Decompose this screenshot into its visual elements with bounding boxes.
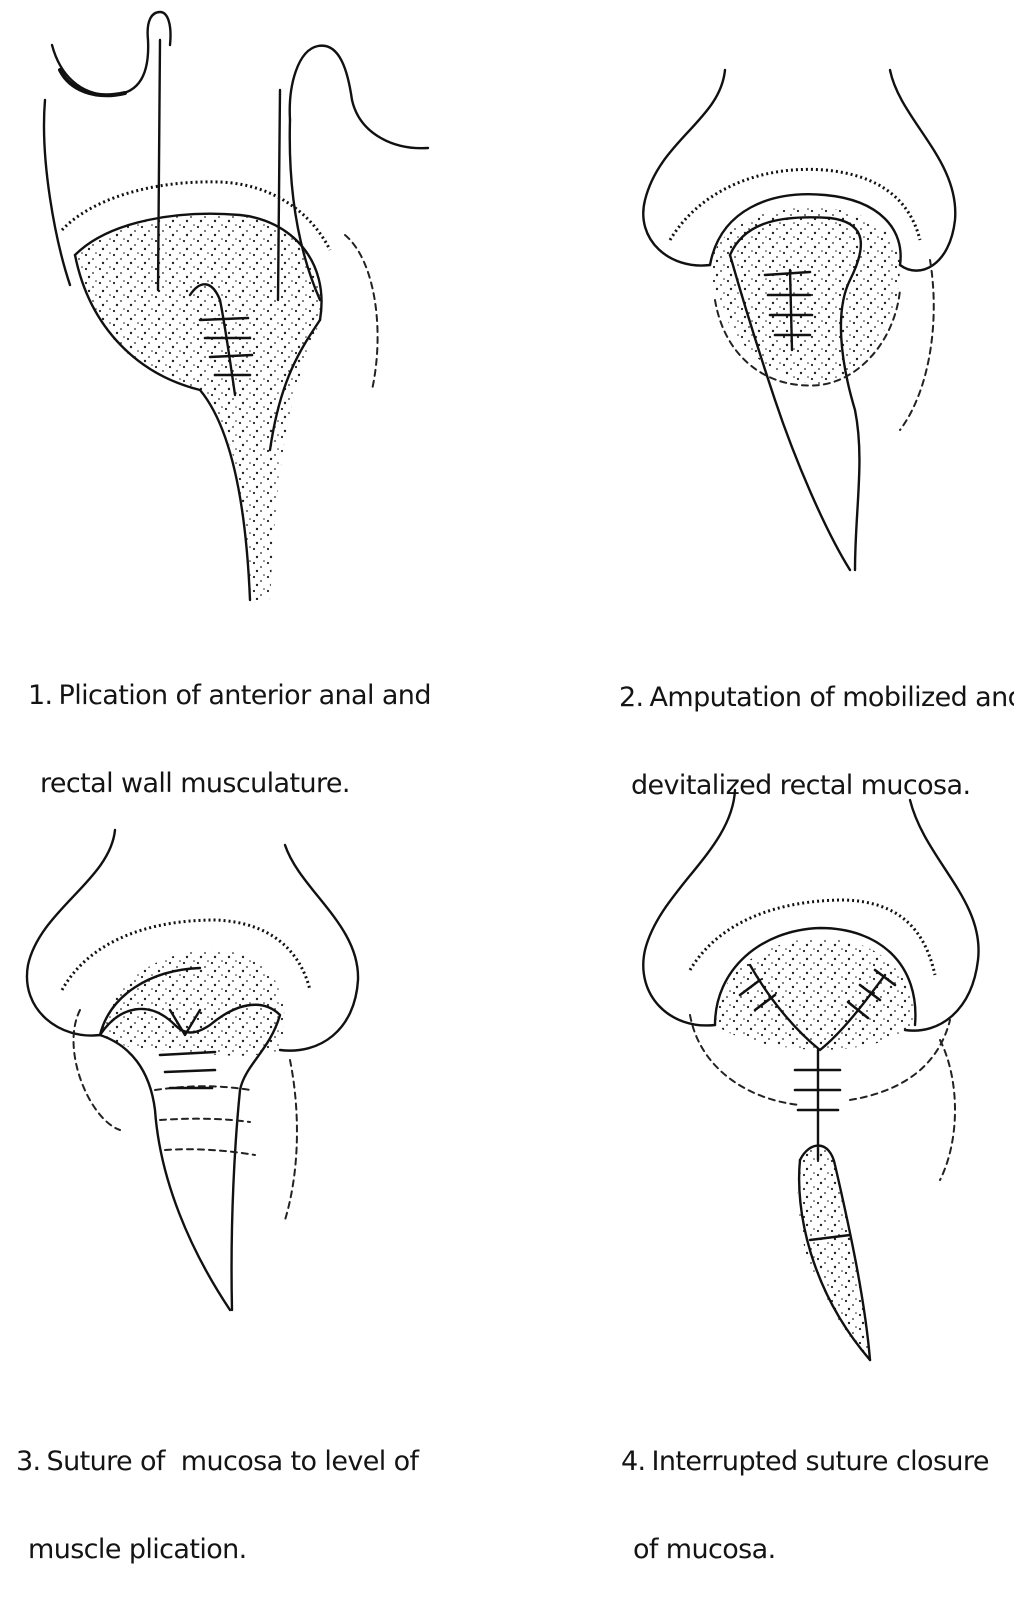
figure-3-number: 3.	[16, 1440, 41, 1484]
figure-2-number: 2.	[619, 676, 644, 720]
figure-3-caption-line1: Suture of mucosa to level of	[47, 1446, 419, 1477]
figure-2-caption-line1: Amputation of mobilized and	[650, 682, 1014, 713]
figure-1-caption-line2: rectal wall musculature.	[12, 762, 431, 806]
figure-1-illustration	[0, 0, 500, 610]
figure-4-caption-line1: Interrupted suture closure	[652, 1446, 989, 1477]
figure-4-number: 4.	[621, 1440, 646, 1484]
figure-4-illustration	[620, 780, 1014, 1380]
figure-4-caption: 4.Interrupted suture closure of mucosa.	[605, 1396, 989, 1616]
figure-1-number: 1.	[28, 674, 53, 718]
figure-4-caption-line2: of mucosa.	[605, 1528, 989, 1572]
figure-3-caption-line2: muscle plication.	[0, 1528, 418, 1572]
figure-1-caption-line1: Plication of anterior anal and	[59, 680, 431, 711]
figure-3-caption: 3.Suture of mucosa to level of muscle pl…	[0, 1396, 418, 1616]
figure-3-illustration	[0, 820, 400, 1340]
figure-2-illustration	[600, 40, 1014, 600]
figure-1-caption: 1.Plication of anterior anal and rectal …	[12, 630, 431, 850]
